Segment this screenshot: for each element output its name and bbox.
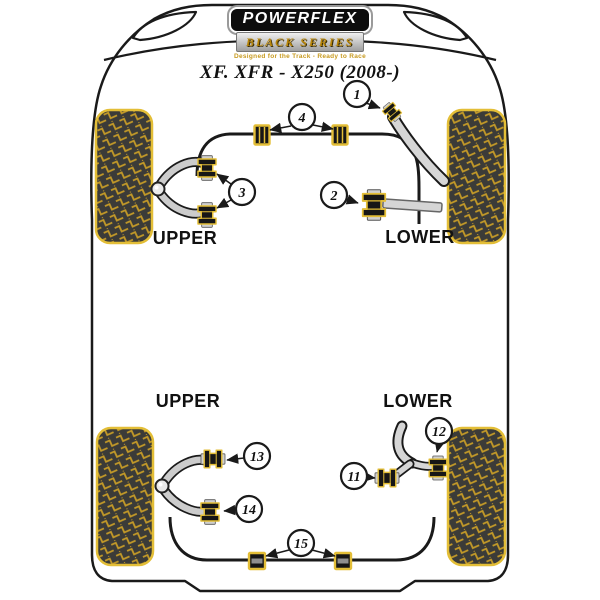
callout-12: 12 bbox=[424, 416, 454, 446]
page-title: XF. XFR - X250 (2008-) bbox=[199, 62, 401, 83]
callout-14: 14 bbox=[234, 494, 264, 524]
tire-rear-right bbox=[446, 426, 507, 567]
svg-text:14: 14 bbox=[242, 503, 256, 518]
rear-anti-roll-bar bbox=[168, 516, 436, 562]
tire-rear-left bbox=[95, 426, 155, 567]
front-strut-arm bbox=[387, 111, 450, 187]
bushing-2 bbox=[361, 188, 387, 222]
svg-text:11: 11 bbox=[347, 470, 360, 485]
powerflex-logo: POWERFLEX bbox=[228, 7, 372, 33]
callout-13: 13 bbox=[242, 441, 272, 471]
svg-text:3: 3 bbox=[238, 186, 246, 201]
label-rear-lower: LOWER bbox=[383, 391, 453, 411]
series-name: BLACK SERIES bbox=[245, 35, 355, 49]
callout-4: 4 bbox=[287, 102, 317, 132]
callout-3: 3 bbox=[227, 177, 257, 207]
callout-arrows bbox=[216, 99, 445, 559]
tire-front-right bbox=[446, 108, 507, 245]
headlight-left bbox=[131, 10, 198, 42]
rear-lower-arm bbox=[388, 420, 438, 482]
bushing-11 bbox=[374, 468, 400, 488]
svg-text:4: 4 bbox=[298, 111, 306, 126]
bushing-4-left bbox=[253, 124, 271, 146]
headlight-right bbox=[402, 10, 469, 42]
svg-text:12: 12 bbox=[432, 425, 446, 440]
bushing-15-left bbox=[247, 551, 267, 571]
bushing-3-top bbox=[197, 154, 217, 182]
label-rear-upper: UPPER bbox=[156, 391, 221, 411]
bushing-3-bottom bbox=[197, 201, 217, 229]
callout-15: 15 bbox=[286, 528, 316, 558]
bushing-15-right bbox=[333, 551, 353, 571]
bushing-14 bbox=[200, 498, 220, 526]
svg-text:1: 1 bbox=[354, 88, 361, 103]
brand-name: POWERFLEX bbox=[242, 10, 358, 27]
label-front-lower: LOWER bbox=[385, 227, 455, 247]
bushing-12 bbox=[428, 455, 448, 481]
callout-2: 2 bbox=[319, 180, 349, 210]
svg-text:15: 15 bbox=[294, 537, 308, 552]
header: POWERFLEX BLACK SERIES Designed for the … bbox=[150, 7, 450, 84]
svg-text:13: 13 bbox=[250, 450, 264, 465]
tire-front-left bbox=[94, 108, 154, 245]
callout-11: 11 bbox=[339, 461, 369, 491]
label-front-upper: UPPER bbox=[153, 228, 218, 248]
callout-1: 1 bbox=[342, 79, 372, 109]
svg-text:2: 2 bbox=[330, 189, 338, 204]
bushing-4-right bbox=[331, 124, 349, 146]
black-series-badge: BLACK SERIES bbox=[235, 32, 365, 52]
front-lower-rod bbox=[382, 198, 443, 213]
bushing-13 bbox=[200, 449, 226, 469]
brand-tagline: Designed for the Track - Ready to Race bbox=[233, 53, 367, 60]
